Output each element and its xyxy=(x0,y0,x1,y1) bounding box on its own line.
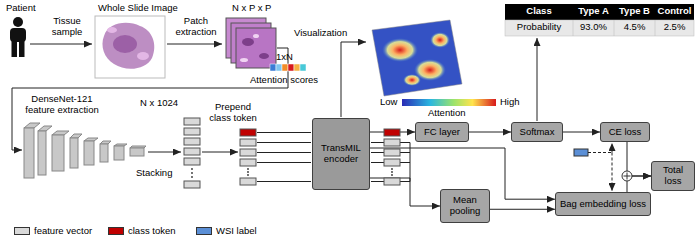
node-text: Total loss xyxy=(656,165,690,187)
output-tokens xyxy=(384,129,400,185)
connector-arrow xyxy=(469,132,511,133)
text-label: Stacking xyxy=(136,168,172,179)
text-label: N x 1024 xyxy=(140,98,178,109)
flow-arrow xyxy=(30,44,92,45)
attention-bar xyxy=(270,64,306,71)
node-text: CE loss xyxy=(609,127,642,138)
slide-image xyxy=(95,16,165,78)
attention-heatmap xyxy=(372,20,462,96)
table-cell: Type A xyxy=(573,6,614,17)
text-label: Visualization xyxy=(294,28,347,39)
legend-item: feature vector xyxy=(14,225,92,236)
connector-arrow xyxy=(563,132,600,133)
patch-stack xyxy=(226,18,276,68)
loss-box: CE loss xyxy=(600,122,650,142)
input-tokens xyxy=(240,129,256,185)
text-label: Attention xyxy=(428,108,466,119)
process-box: FC layer xyxy=(415,122,469,142)
color-bar xyxy=(402,99,496,106)
text-label: Whole Slide Image xyxy=(98,3,178,14)
flow-arrow xyxy=(148,152,181,153)
text-label: Patient xyxy=(6,3,36,14)
text-label: Low xyxy=(380,97,397,108)
flow-arrow xyxy=(167,44,222,45)
text-label: DenseNet-121 feature extraction xyxy=(20,94,104,116)
feature-stack xyxy=(184,118,200,188)
loss-box: Total loss xyxy=(651,161,695,191)
legend-text: class token xyxy=(128,225,176,236)
process-box: Softmax xyxy=(511,122,563,142)
loss-box: Bag embedding loss xyxy=(555,192,651,216)
table-cell: Type B xyxy=(614,6,655,17)
flow-arrow xyxy=(202,152,238,153)
sum-symbol xyxy=(622,171,632,181)
node-text: Bag embedding loss xyxy=(560,199,646,210)
text-label: High xyxy=(500,97,520,108)
node-text: Softmax xyxy=(520,127,555,138)
node-text: TransMIL encoder xyxy=(317,143,365,165)
text-label: 1xN xyxy=(276,52,293,63)
text-label: N x P x P xyxy=(232,3,271,14)
encoder-box: TransMIL encoder xyxy=(312,118,370,190)
node-text: Mean pooling xyxy=(445,195,485,217)
flow-arrow xyxy=(537,38,538,121)
table-cell: Class xyxy=(505,6,573,17)
wsi-label-token xyxy=(574,149,588,156)
legend-swatch xyxy=(196,227,212,235)
text-label: Prepend class token xyxy=(205,102,261,124)
node-text: FC layer xyxy=(424,127,460,138)
text-label: Attention scores xyxy=(250,75,318,86)
connector-arrow xyxy=(490,209,555,210)
table-cell: 93.0% xyxy=(573,22,614,33)
legend-item: WSI label xyxy=(196,225,257,236)
connector-arrow xyxy=(627,142,651,176)
patient-icon xyxy=(10,17,26,57)
table-cell: Control xyxy=(655,6,694,17)
connector-arrow xyxy=(370,178,440,206)
process-box: Mean pooling xyxy=(440,189,490,223)
probability-table xyxy=(505,4,694,36)
legend-item: class token xyxy=(108,225,176,236)
table-cell: Probability xyxy=(505,22,573,33)
legend-swatch xyxy=(108,227,124,235)
legend-swatch xyxy=(14,227,30,235)
table-cell: 2.5% xyxy=(655,22,694,33)
table-cell: 4.5% xyxy=(614,22,655,33)
cnn-illustration xyxy=(24,123,146,178)
text-label: Patch extraction xyxy=(170,16,222,38)
legend-text: WSI label xyxy=(216,225,257,236)
label-dashed-lines xyxy=(588,143,612,191)
flow-arrow xyxy=(341,42,366,117)
text-label: Tissue sample xyxy=(44,16,90,38)
legend-text: feature vector xyxy=(34,225,92,236)
